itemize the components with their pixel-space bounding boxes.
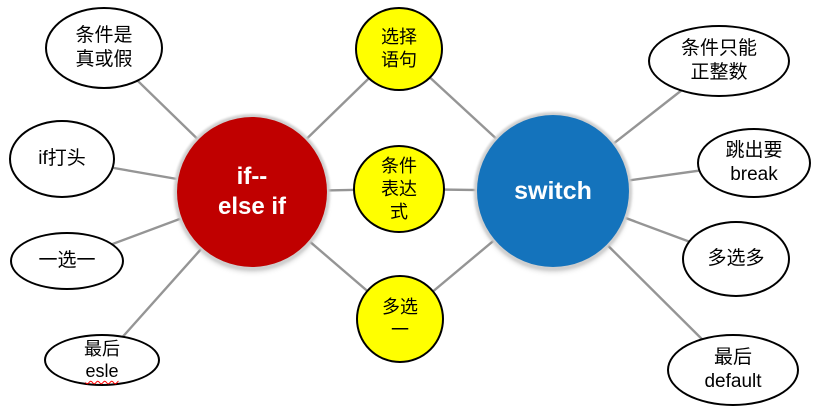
hub-label: switch xyxy=(514,177,592,205)
node-break-to-exit[interactable]: 跳出要 break xyxy=(697,128,811,198)
node-label: 多选多 xyxy=(707,248,765,269)
node-label: 条件是 真或假 xyxy=(75,25,133,70)
node-selection-statement[interactable]: 选择 语句 xyxy=(355,7,443,91)
hub-label: if-- else if xyxy=(217,163,287,220)
node-label: 跳出要 break xyxy=(725,140,783,185)
node-last-default[interactable]: 最后 default xyxy=(667,334,799,406)
node-multi-choose-multi[interactable]: 多选多 xyxy=(682,221,790,297)
node-if-starts[interactable]: if打头 xyxy=(9,120,115,198)
node-multi-choose-one[interactable]: 多选 一 xyxy=(356,275,444,363)
node-label: 最后 default xyxy=(704,347,762,392)
node-condition-positive-integer[interactable]: 条件只能 正整数 xyxy=(648,25,790,97)
node-label-misspelled: esle xyxy=(85,361,119,381)
node-label: 条件 表达 式 xyxy=(381,155,417,222)
node-label: 条件只能 正整数 xyxy=(680,38,757,83)
node-choose-one-of-one[interactable]: 一选一 xyxy=(10,232,124,290)
node-label: 最后 xyxy=(84,339,120,359)
node-label: if打头 xyxy=(38,148,86,169)
node-switch-hub[interactable]: switch xyxy=(477,115,629,267)
node-label: 选择 语句 xyxy=(381,27,417,70)
node-condition-true-or-false[interactable]: 条件是 真或假 xyxy=(45,7,163,89)
node-label: 多选 一 xyxy=(382,297,418,340)
node-if-else-if-hub[interactable]: if-- else if xyxy=(177,117,327,267)
node-label: 一选一 xyxy=(38,250,96,271)
node-last-else[interactable]: 最后 esle xyxy=(44,334,160,386)
node-conditional-expression[interactable]: 条件 表达 式 xyxy=(353,145,445,233)
